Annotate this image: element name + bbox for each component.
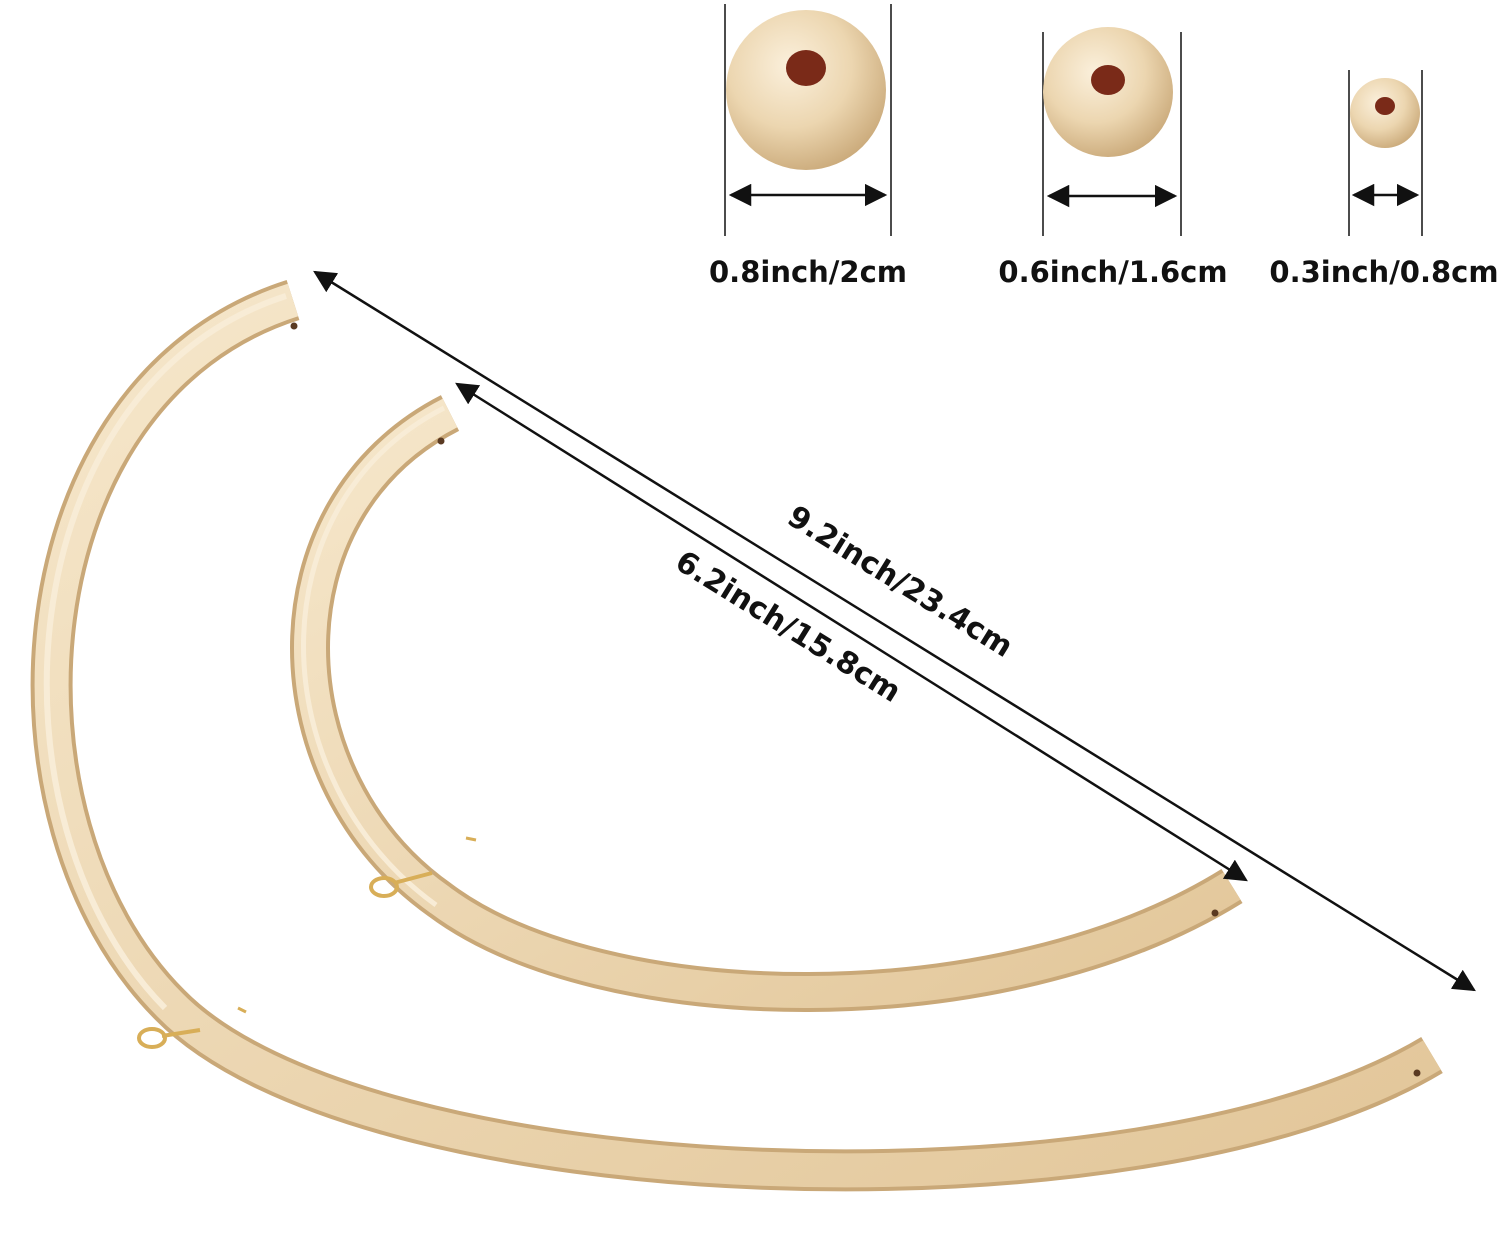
bead-hole-icon: [786, 50, 826, 86]
hoop-large: [30, 279, 1443, 1192]
wooden-hoop-arc-highlight: [43, 293, 287, 1011]
bead-small-label: 0.3inch/0.8cm: [1269, 255, 1498, 289]
bead-hole-icon: [1375, 97, 1395, 115]
hoop-end-hole-icon: [437, 437, 445, 445]
bead-small: 0.3inch/0.8cm: [1269, 70, 1499, 289]
bead-hole-icon: [1091, 65, 1125, 95]
hoop-end-hole-icon: [1413, 1069, 1421, 1077]
bead-large: 0.8inch/2cm: [709, 4, 907, 289]
eye-screw-tip-icon: [465, 836, 477, 842]
wooden-hoop-arc-icon: [30, 279, 1443, 1192]
bead-medium: 0.6inch/1.6cm: [998, 27, 1228, 289]
hoop-small: [290, 395, 1243, 1012]
bead-medium-label: 0.6inch/1.6cm: [998, 255, 1227, 289]
wooden-hoop-arc-surface: [34, 283, 1441, 1188]
hoop-small-dimension-arrow: [455, 382, 1248, 882]
hoop-end-hole-icon: [1211, 909, 1219, 917]
hoop-large-dimension-arrow: [313, 270, 1476, 992]
eye-screw-tip-icon: [237, 1006, 247, 1014]
hoop-end-hole-icon: [290, 322, 298, 330]
eye-screw-hook-icon: [137, 1027, 201, 1049]
bead-large-label: 0.8inch/2cm: [709, 255, 907, 289]
wooden-hoop-arc-surface: [294, 398, 1241, 1008]
wood-bead-icon: [726, 10, 886, 170]
